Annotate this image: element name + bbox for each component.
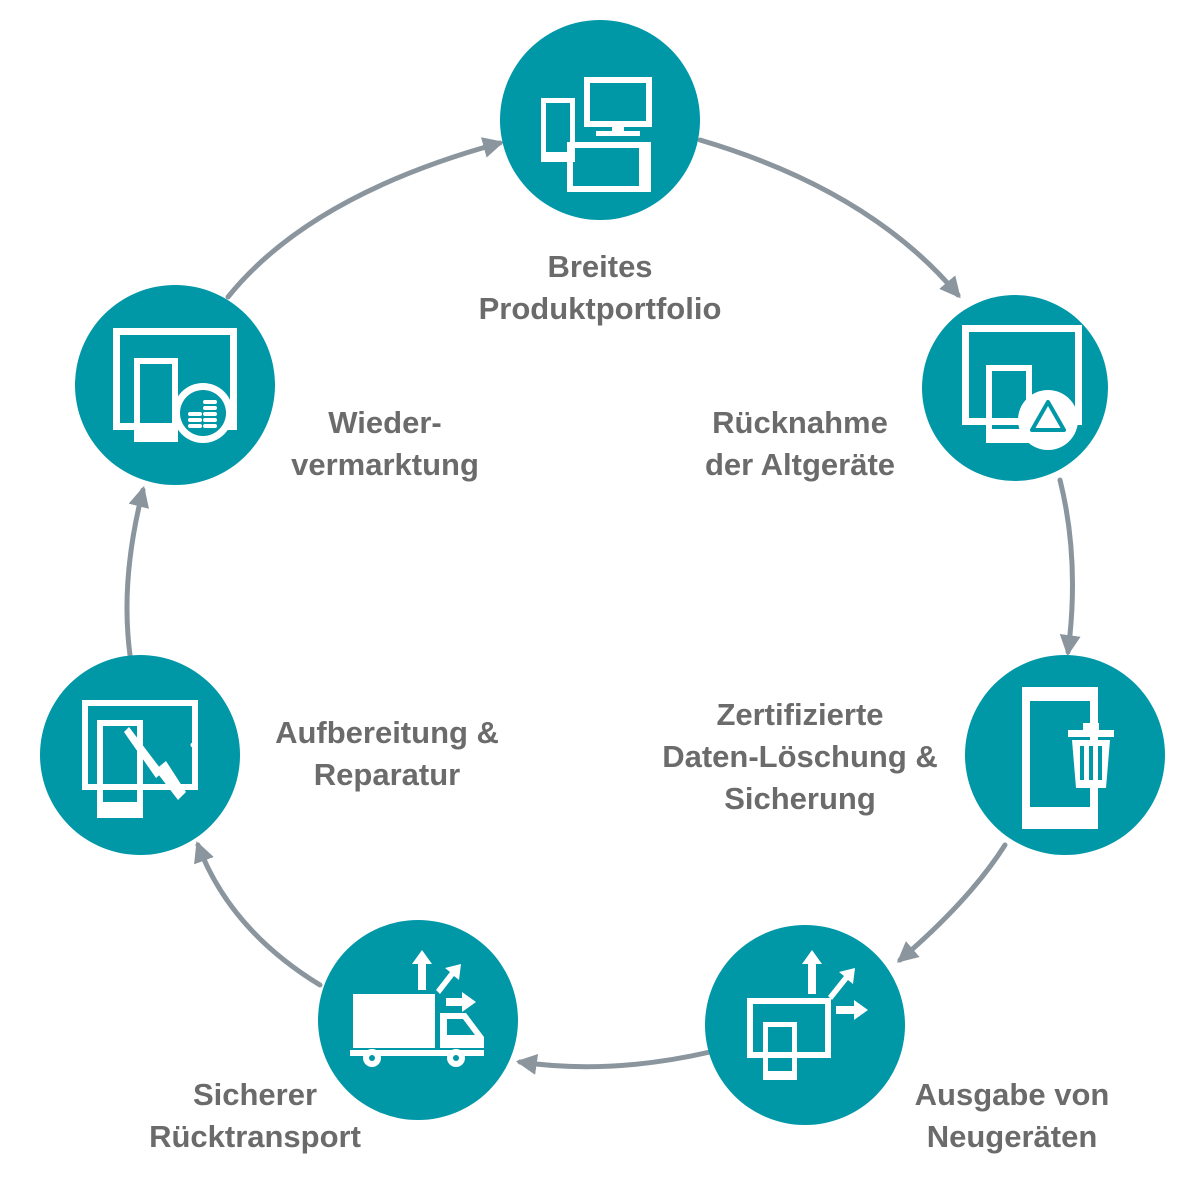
label-loeschung: Zertifizierte Daten-Löschung & Sicherung [662,697,938,816]
arrow-ruecknahme-to-loeschung [1057,477,1081,657]
step-node-wiedervermarktung [75,285,275,485]
arrow-wiedervermarktung-to-portfolio [225,137,505,300]
arrow-aufbereitung-to-wiedervermarktung [124,485,150,658]
recycle-icon [1030,400,1066,432]
arrow-loeschung-to-ausgabe [896,842,1008,963]
tablet-screwdriver-icon [82,700,198,818]
tablet-recycle-icon [962,325,1082,450]
step-node-ruecktransport [318,920,518,1120]
label-ruecknahme: Rücknahme der Altgeräte [704,405,896,482]
label-ausgabe: Ausgabe von Neugeräten [914,1077,1110,1154]
step-node-ausgabe [705,925,905,1125]
devices-export-arrows-icon [747,950,868,1080]
truck-arrows-icon [350,950,484,1067]
step-node-aufbereitung [40,655,240,855]
label-aufbereitung: Aufbereitung & Reparatur [275,715,499,792]
arrow-ausgabe-to-ruecktransport [515,1049,713,1075]
step-node-loeschung [965,655,1165,855]
label-wiedervermarktung: Wieder- vermarktung [291,405,479,482]
label-ruecktransport: Sicherer Rücktransport [149,1077,361,1154]
devices-portfolio-icon [541,77,652,192]
cycle-arrows [124,137,1081,1075]
label-portfolio: Breites Produktportfolio [478,249,722,326]
step-node-portfolio [500,20,700,220]
arrow-ruecktransport-to-aufbereitung [194,841,323,988]
arrow-portfolio-to-ruecknahme [697,137,961,299]
step-node-ruecknahme [922,295,1108,481]
